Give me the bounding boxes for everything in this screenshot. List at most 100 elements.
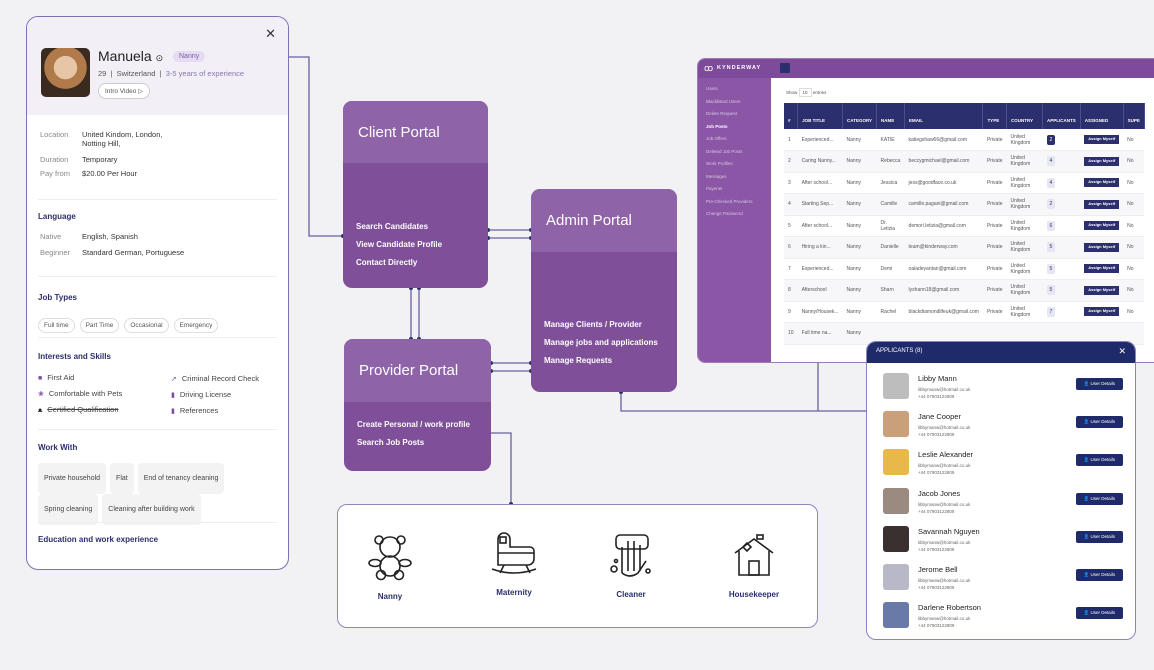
sidebar-item[interactable]: Change Password <box>706 211 743 216</box>
applicants-count[interactable]: 5 <box>1046 242 1056 253</box>
column-header[interactable]: COUNTRY <box>1006 103 1043 129</box>
table-cell: Afterschool <box>797 279 843 302</box>
feature-item: Search Job Posts <box>357 438 425 447</box>
applicant-name: Jacob Jones <box>918 488 961 498</box>
table-cell: demori.letizia@gmail.com <box>904 215 983 237</box>
table-cell: United Kingdom <box>1006 129 1043 151</box>
user-details-button[interactable]: 👤 User Details <box>1075 530 1123 543</box>
category-housekeeper[interactable]: Housekeeper <box>714 533 794 599</box>
applicants-count[interactable]: 5 <box>1046 285 1056 296</box>
intro-video-button[interactable]: Intro Video ▷ <box>98 83 151 99</box>
column-header[interactable]: CATEGORY <box>842 103 878 129</box>
education-heading[interactable]: Education and work experience <box>38 535 159 544</box>
menu-toggle-button[interactable] <box>780 63 790 73</box>
user-details-button[interactable]: 👤 User Details <box>1075 378 1123 390</box>
table-cell: 6 <box>784 236 798 259</box>
applicants-count[interactable]: 4 <box>1046 177 1056 188</box>
sidebar-item[interactable]: Delete Request <box>706 111 738 116</box>
column-header[interactable]: ASSIGNED <box>1080 103 1124 129</box>
category-cleaner[interactable]: Cleaner <box>591 533 671 599</box>
table-cell: No <box>1123 301 1145 323</box>
category-nanny[interactable]: Nanny <box>350 533 430 601</box>
applicants-count[interactable]: 2 <box>1046 199 1056 210</box>
profile-name: Manuela ⊙ <box>98 48 163 64</box>
column-header[interactable]: SUPE <box>1123 103 1145 129</box>
sidebar-item[interactable]: Blacklisted Users <box>706 98 741 104</box>
applicants-count[interactable]: 5 <box>1046 263 1056 274</box>
avatar <box>41 48 90 97</box>
assign-myself-button[interactable]: Assign Myself <box>1084 285 1120 295</box>
table-cell: Nanny <box>842 322 877 345</box>
assign-myself-button[interactable]: Assign Myself <box>1084 199 1120 209</box>
user-details-button[interactable]: 👤 User Details <box>1075 607 1123 620</box>
applicants-count[interactable]: 7 <box>1046 306 1056 317</box>
table-cell: Rebecca <box>876 150 905 173</box>
applicants-cell: 5 <box>1042 279 1081 302</box>
table-cell: No <box>1123 258 1145 280</box>
assign-myself-button[interactable]: Assign Myself <box>1084 156 1120 166</box>
beginner-value: Standard German, Portuguese <box>82 248 185 257</box>
sidebar-item[interactable]: Pre-Checked Providers <box>706 198 753 204</box>
applicants-cell: 5 <box>1042 258 1081 280</box>
column-header[interactable]: NAME <box>876 103 906 129</box>
user-details-button[interactable]: 👤 User Details <box>1075 454 1123 467</box>
service-categories: Nanny Maternity Cleaner Housekeeper <box>337 504 818 628</box>
applicants-count[interactable]: 2 <box>1046 134 1056 145</box>
user-details-button[interactable]: 👤 User Details <box>1075 492 1123 505</box>
assign-myself-button[interactable]: Assign Myself <box>1084 221 1120 231</box>
column-header[interactable]: TYPE <box>982 103 1007 129</box>
pay-label: Pay from <box>40 169 71 178</box>
table-cell: After school... <box>797 215 843 237</box>
applicants-cell: 4 <box>1042 172 1081 194</box>
column-header[interactable]: APPLICANTS <box>1042 103 1081 129</box>
button-label: User Details <box>1090 495 1115 501</box>
first-aid-kit-icon: ■ <box>38 375 43 382</box>
assign-myself-button[interactable]: Assign Myself <box>1084 307 1120 317</box>
experience: 3-5 years of experience <box>165 69 245 78</box>
user-details-button[interactable]: 👤 User Details <box>1075 569 1123 581</box>
assign-myself-button[interactable]: Assign Myself <box>1084 178 1120 188</box>
assign-myself-button[interactable]: Assign Myself <box>1084 135 1120 144</box>
feature-item: Search Candidates <box>356 222 429 231</box>
category-maternity[interactable]: Maternity <box>474 531 554 597</box>
sidebar-item[interactable]: Payents <box>706 186 723 191</box>
sidebar-item-active[interactable]: Job Posts <box>706 123 728 129</box>
table-cell: After school... <box>797 172 843 194</box>
assigned-cell: Assign Myself <box>1080 193 1124 216</box>
user-details-button[interactable]: 👤 User Details <box>1075 416 1123 429</box>
table-cell: katiegshaw66@gmail.com <box>904 129 983 151</box>
entries-select[interactable]: 10 <box>798 88 812 97</box>
sidebar-item[interactable]: Work Profiles <box>706 161 733 166</box>
applicants-count[interactable]: 6 <box>1046 220 1056 231</box>
assign-myself-button[interactable]: Assign Myself <box>1084 264 1120 274</box>
column-header[interactable]: # <box>784 103 799 129</box>
applicants-count[interactable]: 4 <box>1046 156 1056 167</box>
assign-myself-button[interactable]: Assign Myself <box>1084 242 1120 252</box>
sidebar-item[interactable]: Messages <box>706 173 727 179</box>
sidebar-item[interactable]: Job Offers <box>706 136 727 141</box>
close-icon[interactable]: ✕ <box>1118 346 1126 356</box>
country: Switzerland <box>116 69 156 78</box>
button-label: User Details <box>1090 457 1115 463</box>
sidebar-item[interactable]: Users <box>706 86 718 91</box>
category-label: Cleaner <box>616 590 646 599</box>
sidebar-item[interactable]: Deleted Job Posts <box>706 148 743 154</box>
close-icon[interactable]: ✕ <box>265 26 276 41</box>
column-header[interactable]: JOB TITLE <box>797 103 844 129</box>
table-cell: Nanny <box>842 236 877 259</box>
column-header[interactable]: EMAIL <box>904 103 984 129</box>
connector-provider-categories <box>491 432 512 504</box>
